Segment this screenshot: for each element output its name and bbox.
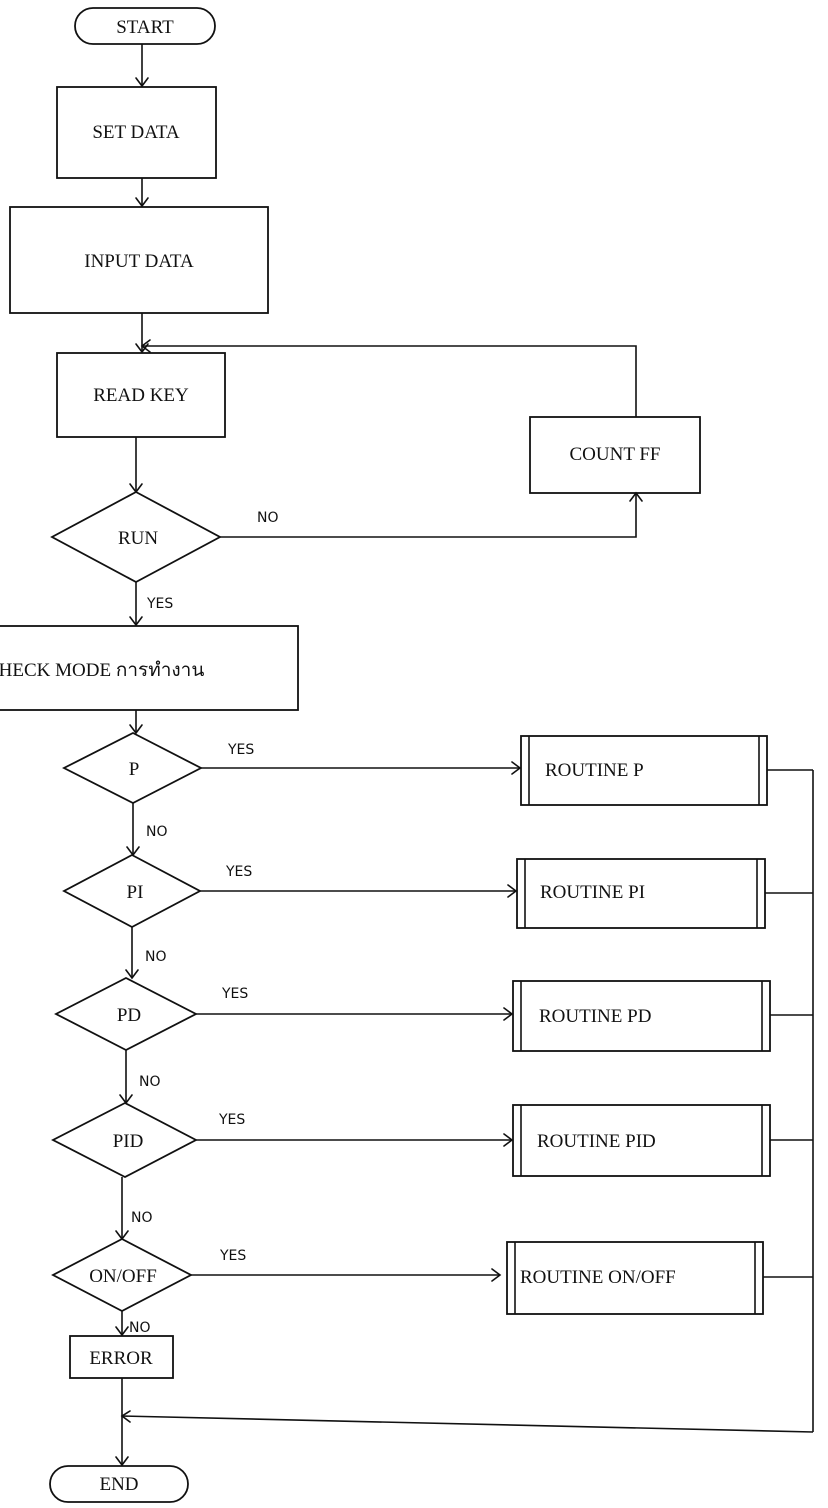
pi-decision: PI (64, 855, 200, 927)
onoff-decision: ON/OFF (53, 1239, 191, 1311)
check-mode-box: CHECK MODE การทำงาน (0, 626, 298, 710)
run-yes-label: YES (146, 596, 173, 612)
pi-yes-label: YES (225, 864, 252, 880)
input-data-box: INPUT DATA (10, 207, 268, 313)
pd-label: PD (117, 1005, 141, 1026)
pid-label: PID (113, 1131, 144, 1152)
p-decision: P (64, 733, 201, 803)
pi-label: PI (127, 882, 144, 903)
routine-pid-box: ROUTINE PID (513, 1105, 770, 1176)
count-ff-box: COUNT FF (530, 417, 700, 493)
routine-pi-box: ROUTINE PI (517, 859, 765, 928)
p-yes-label: YES (227, 742, 254, 758)
run-label: RUN (118, 528, 158, 549)
pd-yes-label: YES (221, 986, 248, 1002)
onoff-yes-label: YES (219, 1248, 246, 1264)
error-box: ERROR (70, 1336, 173, 1378)
check-mode-label: CHECK MODE การทำงาน (0, 660, 204, 681)
routine-p-label: ROUTINE P (545, 760, 644, 781)
onoff-no-label: NO (129, 1320, 151, 1336)
pid-no-label: NO (131, 1210, 153, 1226)
pd-decision: PD (56, 978, 196, 1050)
p-no-label: NO (146, 824, 168, 840)
input-data-label: INPUT DATA (84, 251, 194, 272)
routine-p-box: ROUTINE P (521, 736, 767, 805)
routine-onoff-box: ROUTINE ON/OFF (507, 1242, 763, 1314)
count-ff-label: COUNT FF (570, 444, 661, 465)
end-label: END (99, 1474, 138, 1495)
read-key-label: READ KEY (93, 385, 189, 406)
run-no-label: NO (257, 510, 279, 526)
p-label: P (129, 759, 140, 780)
set-data-label: SET DATA (92, 122, 180, 143)
start-terminal: START (75, 8, 215, 44)
pd-no-label: NO (139, 1074, 161, 1090)
run-decision: RUN (52, 492, 220, 582)
pid-decision: PID (53, 1103, 196, 1177)
routine-onoff-label: ROUTINE ON/OFF (520, 1267, 676, 1288)
error-label: ERROR (89, 1348, 153, 1369)
routine-pd-box: ROUTINE PD (513, 981, 770, 1051)
set-data-box: SET DATA (57, 87, 216, 178)
end-terminal: END (50, 1466, 188, 1502)
pid-yes-label: YES (218, 1112, 245, 1128)
routine-pi-label: ROUTINE PI (540, 882, 645, 903)
onoff-label: ON/OFF (89, 1266, 157, 1287)
start-label: START (116, 17, 174, 38)
pi-no-label: NO (145, 949, 167, 965)
routine-pd-label: ROUTINE PD (539, 1006, 651, 1027)
read-key-box: READ KEY (57, 353, 225, 437)
routine-pid-label: ROUTINE PID (537, 1131, 656, 1152)
